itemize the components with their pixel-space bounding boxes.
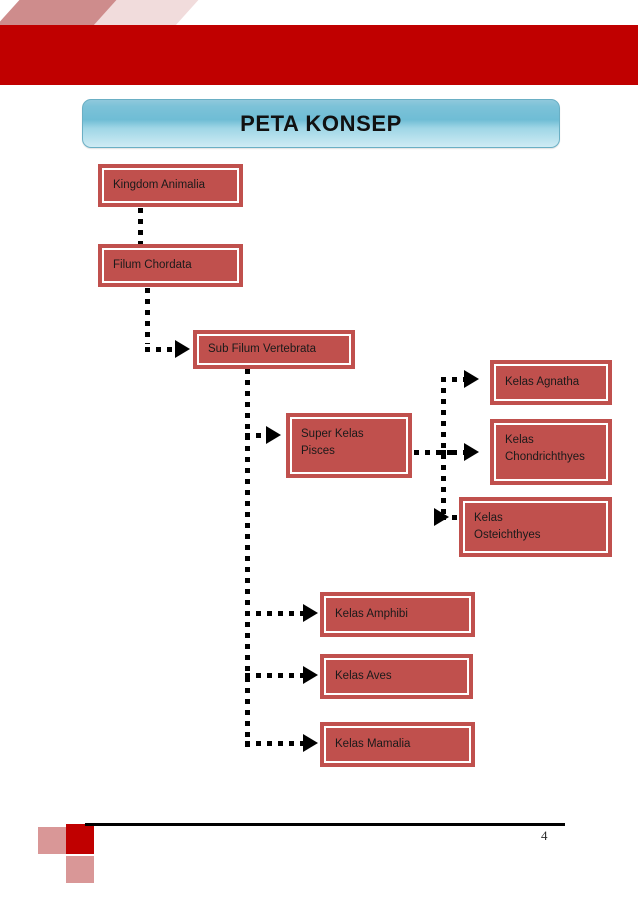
node-frame: Kelas Osteichthyes — [463, 501, 608, 553]
connector-trunk-to-aves — [245, 673, 306, 678]
node-frame: Kelas Amphibi — [324, 596, 471, 633]
node-super-kelas-pisces[interactable]: Super Kelas Pisces — [286, 413, 412, 478]
node-label: Filum Chordata — [113, 259, 192, 271]
node-frame: Kelas Chondrichthyes — [494, 423, 608, 481]
arrowhead-into-agnatha — [464, 370, 479, 388]
footer-square-red — [66, 824, 94, 854]
node-label: Kelas Amphibi — [335, 608, 408, 620]
node-label: Kelas Chondrichthyes — [505, 434, 585, 463]
footer-rule — [85, 823, 565, 826]
node-frame: Kelas Agnatha — [494, 364, 608, 401]
arrowhead-into-amphibi — [303, 604, 318, 622]
connector-kingdom-to-filum — [138, 208, 143, 244]
arrowhead-into-osteichthyes — [434, 508, 449, 526]
node-label: Kelas Mamalia — [335, 738, 411, 750]
node-kelas-mamalia[interactable]: Kelas Mamalia — [320, 722, 475, 767]
node-frame: Filum Chordata — [102, 248, 239, 283]
connector-trunk-to-mamalia — [245, 741, 306, 746]
node-kelas-amphibi[interactable]: Kelas Amphibi — [320, 592, 475, 637]
arrowhead-into-mamalia — [303, 734, 318, 752]
connector-trunk-to-amphibi — [245, 611, 306, 616]
connector-subfilum-trunk — [245, 369, 250, 747]
node-frame: Super Kelas Pisces — [290, 417, 408, 474]
page-title-banner: PETA KONSEP — [82, 99, 560, 148]
connector-superkelas-out — [414, 450, 454, 455]
node-label: Kelas Agnatha — [505, 376, 580, 388]
node-kelas-chondrichthyes[interactable]: Kelas Chondrichthyes — [490, 419, 612, 485]
node-label: Kelas Osteichthyes — [474, 512, 541, 541]
header-red-bar — [0, 25, 638, 85]
node-label: Kelas Aves — [335, 670, 392, 682]
node-frame: Kingdom Animalia — [102, 168, 239, 203]
arrowhead-into-superkelas — [266, 426, 281, 444]
page-title: PETA KONSEP — [240, 110, 402, 136]
connector-filum-down — [145, 288, 150, 344]
node-sub-filum-vertebrata[interactable]: Sub Filum Vertebrata — [193, 330, 355, 369]
node-filum-chordata[interactable]: Filum Chordata — [98, 244, 243, 287]
connector-trunk-to-osteichthyes — [441, 515, 469, 520]
node-kelas-osteichthyes[interactable]: Kelas Osteichthyes — [459, 497, 612, 557]
node-frame: Kelas Aves — [324, 658, 469, 695]
connector-trunk-to-superkelas — [245, 433, 269, 438]
footer-square-pink-left — [38, 827, 66, 854]
node-kelas-agnatha[interactable]: Kelas Agnatha — [490, 360, 612, 405]
arrowhead-into-aves — [303, 666, 318, 684]
node-label: Super Kelas Pisces — [301, 428, 364, 457]
node-kingdom-animalia[interactable]: Kingdom Animalia — [98, 164, 243, 207]
node-frame: Sub Filum Vertebrata — [197, 334, 351, 365]
arrowhead-into-subfilum — [175, 340, 190, 358]
footer-square-pink-bottom — [66, 856, 94, 883]
connector-filum-across — [145, 347, 177, 352]
node-frame: Kelas Mamalia — [324, 726, 471, 763]
connector-trunk-to-chondrichthyes — [441, 450, 467, 455]
node-label: Sub Filum Vertebrata — [208, 343, 317, 355]
connector-pisces-trunk — [441, 377, 446, 519]
page-number: 4 — [541, 828, 548, 843]
connector-trunk-to-agnatha — [441, 377, 467, 382]
node-kelas-aves[interactable]: Kelas Aves — [320, 654, 473, 699]
arrowhead-into-chondrichthyes — [464, 443, 479, 461]
node-label: Kingdom Animalia — [113, 179, 206, 191]
